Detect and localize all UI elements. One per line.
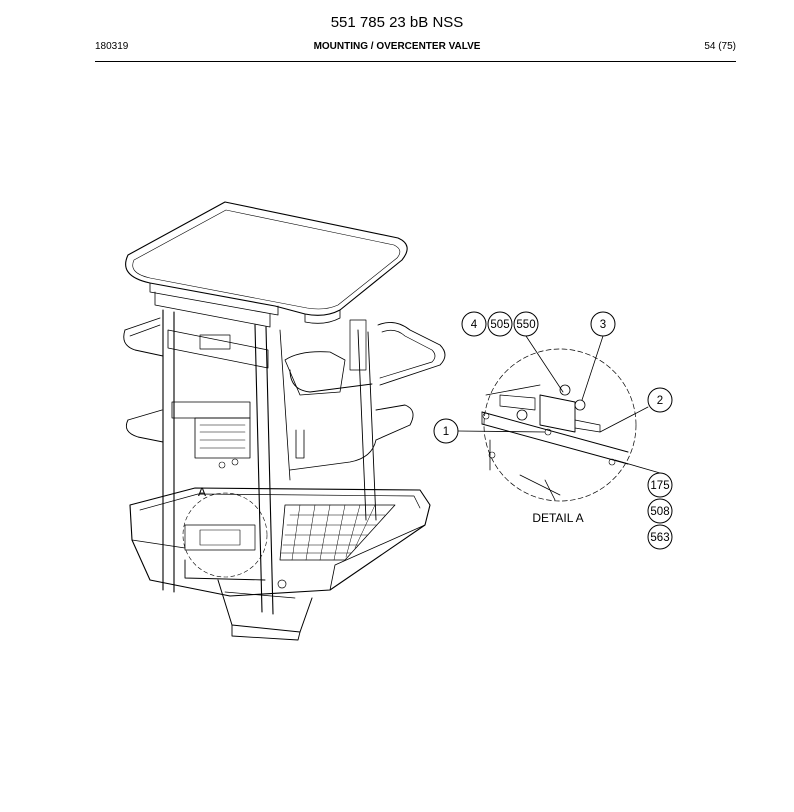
callout-circle-1 <box>433 418 459 444</box>
callout-1: 1 <box>443 426 449 438</box>
detail-a-view <box>481 348 637 502</box>
callout-563: 563 <box>650 532 669 544</box>
callout-508: 508 <box>650 506 669 518</box>
callout-175: 175 <box>650 480 669 492</box>
callout-4: 4 <box>471 319 478 331</box>
callout-505: 505 <box>490 319 509 331</box>
callout-circle-508 <box>647 498 673 524</box>
callout-circle-3 <box>590 311 616 337</box>
operator-cabin-illustration <box>123 201 446 641</box>
callout-circle-505 <box>487 311 513 337</box>
callout-circle-175 <box>647 472 673 498</box>
page-number: 54 (75) <box>704 41 736 52</box>
detail-a-label: DETAIL A <box>532 511 583 525</box>
callout-circle-563 <box>647 524 673 550</box>
header-rule <box>95 61 736 62</box>
callout-circle-2 <box>647 387 673 413</box>
callout-2: 2 <box>657 395 663 407</box>
callouts <box>433 311 673 550</box>
leader-lines <box>457 335 661 474</box>
callout-3: 3 <box>600 319 606 331</box>
callout-550: 550 <box>516 319 535 331</box>
callout-circle-550 <box>513 311 539 337</box>
section-title: MOUNTING / OVERCENTER VALVE <box>313 41 481 52</box>
callout-circle-4 <box>461 311 487 337</box>
date-code: 180319 <box>95 41 129 52</box>
view-label-a: A <box>198 485 206 499</box>
document-title: 551 785 23 bB NSS <box>330 14 464 31</box>
